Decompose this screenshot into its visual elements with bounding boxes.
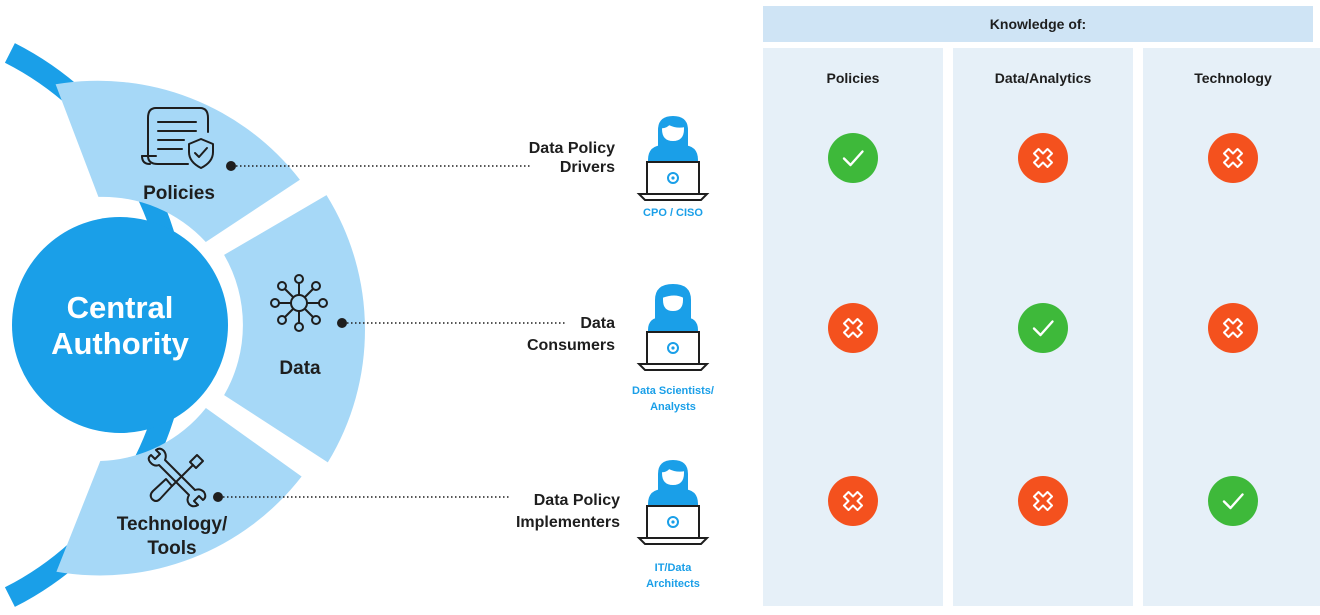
central-authority-diagram: Central Authority Policies Data Technolo…	[4, 43, 714, 607]
check-icon	[842, 150, 864, 167]
hub-title-line1: Central	[67, 290, 174, 325]
segment-label-data: Data	[279, 358, 321, 379]
cross-mark	[1018, 133, 1068, 183]
cross-mark	[1208, 303, 1258, 353]
role-name-implementers-line1: Data Policy	[534, 492, 620, 509]
role-name-implementers-line2: Implementers	[516, 514, 620, 531]
cross-mark	[1018, 476, 1068, 526]
knowledge-column-technology: Technology	[1143, 48, 1320, 606]
role-name-consumers-line1: Data	[580, 315, 615, 332]
cross-mark	[828, 476, 878, 526]
persona-caption-implementers-line2: Architects	[646, 578, 700, 590]
cross-icon	[843, 318, 863, 338]
person-laptop-icon	[636, 460, 710, 545]
segment-technology	[56, 408, 302, 576]
cross-icon	[1033, 491, 1053, 511]
knowledge-header: Knowledge of:	[763, 6, 1313, 42]
column-header-technology: Technology	[1194, 70, 1272, 86]
segment-policies	[55, 80, 300, 243]
role-name-consumers-line2: Consumers	[527, 337, 615, 354]
check-icon	[1032, 320, 1054, 337]
segment-label-policies: Policies	[143, 183, 215, 204]
role-name-drivers-line1: Data Policy	[529, 140, 615, 157]
column-header-policies: Policies	[826, 70, 880, 86]
check-icon	[1222, 493, 1244, 510]
cross-icon	[1223, 148, 1243, 168]
person-laptop-icon	[636, 116, 710, 201]
segment-label-technology-line1: Technology/	[117, 514, 228, 535]
connector-technology	[213, 492, 511, 502]
cross-icon	[1033, 148, 1053, 168]
connector-policies	[226, 161, 531, 171]
persona-caption-implementers-line1: IT/Data	[655, 562, 693, 574]
cross-mark	[1208, 133, 1258, 183]
persona-caption-consumers-line2: Analysts	[650, 401, 696, 413]
central-authority-hub	[12, 217, 228, 433]
check-mark	[828, 133, 878, 183]
cross-icon	[1223, 318, 1243, 338]
policy-document-icon	[141, 107, 214, 169]
cross-icon	[843, 491, 863, 511]
data-network-icon	[270, 274, 328, 332]
cross-mark	[828, 303, 878, 353]
segment-label-technology-line2: Tools	[147, 538, 196, 559]
check-mark	[1208, 476, 1258, 526]
woman-laptop-icon	[636, 284, 710, 371]
role-name-drivers-line2: Drivers	[560, 159, 615, 176]
check-mark	[1018, 303, 1068, 353]
persona-caption-drivers: CPO / CISO	[643, 207, 703, 219]
knowledge-column-data-analytics: Data/Analytics	[953, 48, 1133, 606]
connector-data	[337, 318, 566, 328]
column-header-data-analytics: Data/Analytics	[994, 70, 1092, 86]
knowledge-column-policies: Policies	[763, 48, 943, 606]
persona-caption-consumers-line1: Data Scientists/	[632, 385, 714, 397]
hub-title-line2: Authority	[51, 326, 190, 361]
tools-icon	[147, 447, 207, 508]
